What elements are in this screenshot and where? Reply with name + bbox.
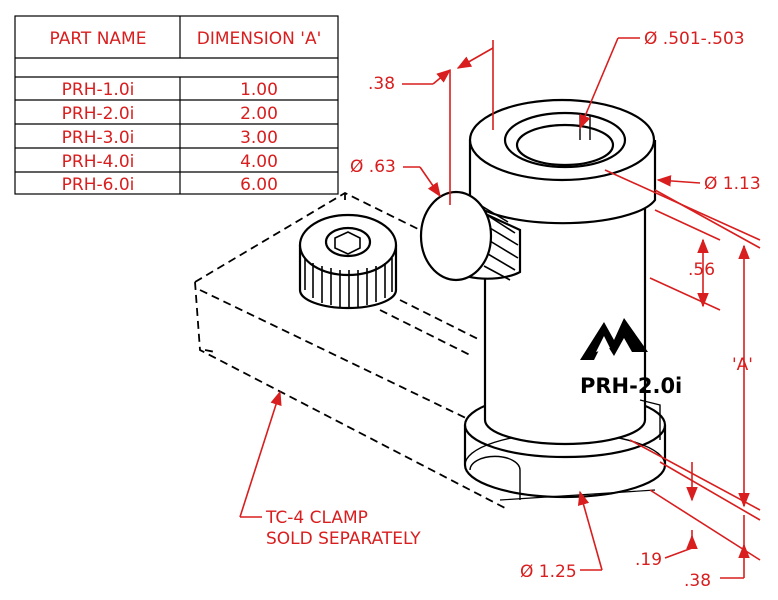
- table-cell-part: PRH-4.0i: [62, 152, 135, 172]
- thumb-knob: [419, 190, 522, 282]
- outer-diameter-label: Ø 1.13: [704, 174, 761, 194]
- brand-logo: [580, 318, 648, 360]
- knob-height-label: .56: [688, 260, 715, 280]
- height-a-label: 'A': [732, 355, 753, 375]
- clamp-callout-line1: TC-4 CLAMP: [265, 508, 368, 528]
- clamp-callout-line2: SOLD SEPARATELY: [266, 529, 421, 549]
- table-cell-part: PRH-3.0i: [62, 128, 135, 148]
- table-cell-dim: 3.00: [240, 128, 278, 148]
- table-cell-part: PRH-1.0i: [62, 80, 135, 100]
- table-body: PRH-1.0i 1.00 PRH-2.0i 2.00 PRH-3.0i 3.0…: [62, 80, 278, 195]
- table-header-part: PART NAME: [50, 29, 147, 49]
- post-body: [468, 98, 661, 446]
- clamp-screw-knob: [298, 213, 398, 310]
- table-cell-dim: 6.00: [240, 175, 278, 195]
- table-cell-part: PRH-6.0i: [62, 175, 135, 195]
- dimension-table: [14, 15, 339, 195]
- bottom-offset-label: .38: [684, 571, 711, 591]
- knob-diameter-label: Ø .63: [350, 157, 396, 177]
- product-label: PRH-2.0i: [580, 374, 682, 398]
- base-diameter-label: Ø 1.25: [520, 562, 577, 582]
- base-height-label: .19: [635, 550, 662, 570]
- dimension-lines: [239, 37, 761, 579]
- table-header-dimension: DIMENSION 'A': [197, 29, 322, 49]
- table-cell-dim: 1.00: [240, 80, 278, 100]
- table-cell-dim: 2.00: [240, 104, 278, 124]
- table-cell-part: PRH-2.0i: [62, 104, 135, 124]
- bore-diameter-label: Ø .501-.503: [644, 29, 745, 49]
- top-offset-label: .38: [368, 74, 395, 94]
- table-cell-dim: 4.00: [240, 152, 278, 172]
